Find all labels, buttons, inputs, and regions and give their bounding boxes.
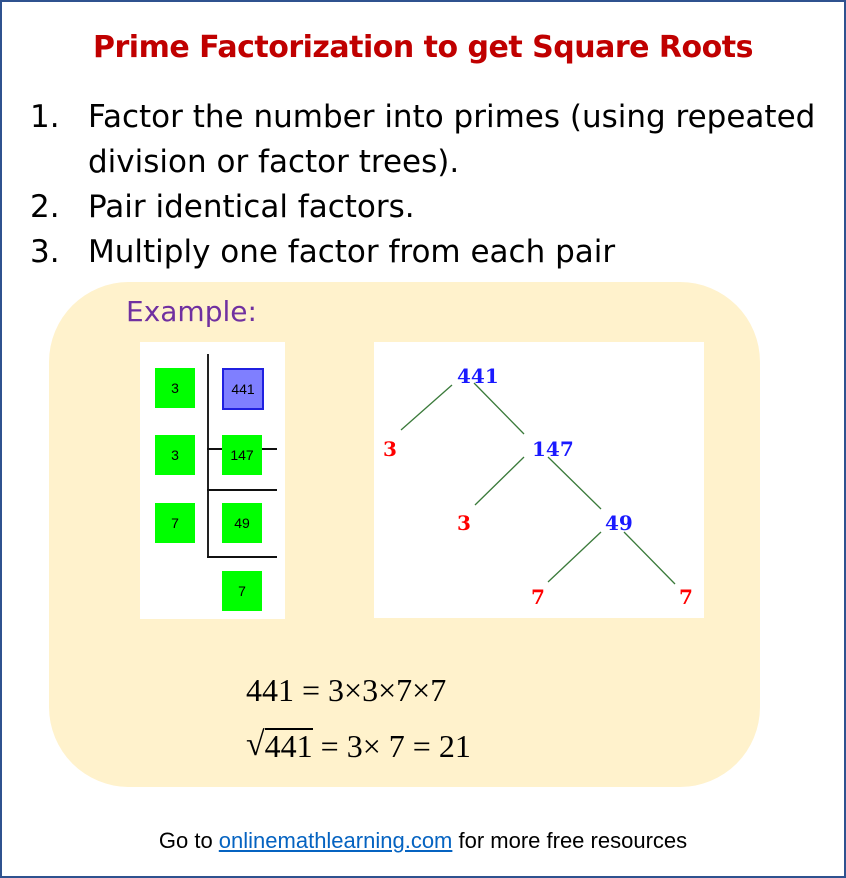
quotient-box: 147 <box>222 435 262 475</box>
footer: Go to onlinemathlearning.com for more fr… <box>0 828 846 854</box>
radical-sign-icon: √ <box>246 726 265 763</box>
division-ladder: 3 3 7 441 147 49 7 <box>140 342 285 619</box>
factorization-equation: 441 = 3×3×7×7 <box>246 672 447 708</box>
square-root-equation: √441 = 3× 7 = 21 <box>246 726 471 764</box>
step-number: 3. <box>30 234 60 270</box>
tree-leaf: 7 <box>531 585 545 609</box>
square-root-result: = 3× 7 = 21 <box>312 728 471 764</box>
divisor-box: 3 <box>155 368 195 408</box>
step-item: 1. Factor the number into primes (using … <box>30 95 818 185</box>
website-link[interactable]: onlinemathlearning.com <box>218 828 453 853</box>
ladder-divider <box>207 556 277 558</box>
step-number: 2. <box>30 189 60 225</box>
tree-node: 49 <box>605 511 633 535</box>
tree-node: 147 <box>532 437 574 461</box>
footer-prefix: Go to <box>158 828 219 853</box>
step-item: 2. Pair identical factors. <box>30 185 818 230</box>
ladder-divider <box>207 489 277 491</box>
tree-node: 441 <box>457 364 499 388</box>
example-label: Example: <box>126 295 257 328</box>
quotient-box: 7 <box>222 571 262 611</box>
footer-suffix: for more free resources <box>452 828 688 853</box>
divisor-box: 7 <box>155 503 195 543</box>
step-number: 1. <box>30 99 60 135</box>
tree-leaf: 3 <box>457 511 471 535</box>
radicand: 441 <box>264 728 313 764</box>
dividend-box: 441 <box>222 368 264 410</box>
steps-list: 1. Factor the number into primes (using … <box>30 95 818 275</box>
tree-leaf: 7 <box>679 585 693 609</box>
step-text: Factor the number into primes (using rep… <box>88 99 816 180</box>
divisor-box: 3 <box>155 435 195 475</box>
factor-tree-branches <box>400 382 676 585</box>
step-text: Multiply one factor from each pair <box>88 234 616 270</box>
slide-title: Prime Factorization to get Square Roots <box>93 30 753 65</box>
ladder-vertical-line <box>207 354 209 557</box>
step-item: 3. Multiply one factor from each pair <box>30 230 818 275</box>
factor-tree: 441 3 147 3 49 7 7 <box>374 342 704 618</box>
step-text: Pair identical factors. <box>88 189 415 225</box>
quotient-box: 49 <box>222 503 262 543</box>
tree-leaf: 3 <box>383 437 397 461</box>
